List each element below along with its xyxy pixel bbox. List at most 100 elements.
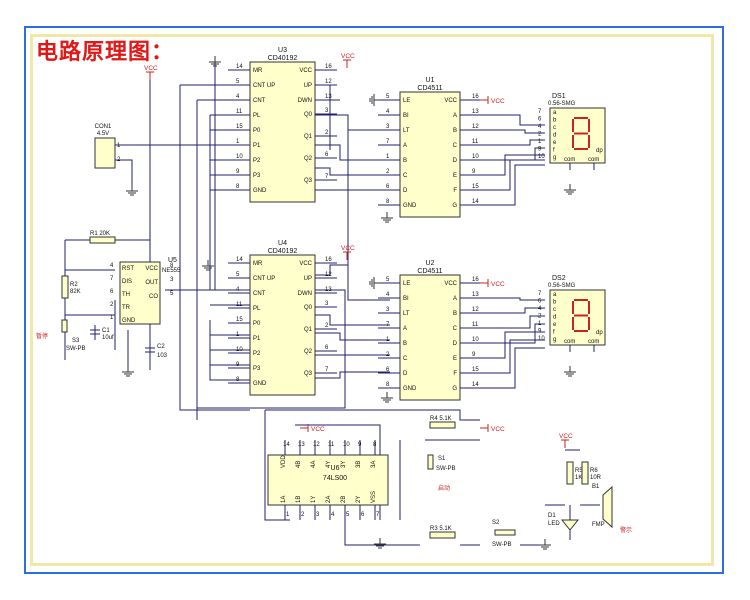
u1-pin-name: C	[403, 173, 408, 179]
u3-pin-name: UP	[304, 83, 312, 89]
u2-ref: U2	[426, 260, 435, 267]
u6-pin-name: 2B	[341, 496, 347, 503]
u3-pin-number: 8	[236, 184, 240, 190]
s3-ref: S3	[72, 338, 80, 344]
u4-pin-number: 11	[236, 302, 243, 308]
u3-pin-number: 16	[325, 64, 332, 70]
con1-wire	[115, 159, 133, 185]
u4-pin-name: Q1	[304, 327, 313, 333]
gnd-u2-symbol	[369, 277, 380, 289]
c2-value: 103	[157, 353, 168, 359]
ds2-part: 0.56-SMG	[548, 283, 576, 289]
u4-pin-number: 4	[236, 287, 240, 293]
gnd-ds1-symbol	[564, 184, 576, 195]
ds1-com-label: com	[588, 157, 599, 163]
u2-pin-number: 8	[386, 382, 390, 388]
con1-ref: CON1	[95, 124, 112, 130]
r3-ref-value: R3 5.1K	[430, 526, 452, 532]
vcc-u1-symbol	[480, 96, 489, 104]
u2-pin-number: 6	[386, 367, 390, 373]
con1-value: 4.5V	[97, 131, 109, 137]
r2-value: 82K	[70, 289, 81, 295]
r6-ref: R6	[590, 468, 598, 474]
u5-pin-name: VCC	[145, 266, 158, 272]
u6-pin-name: 3A	[371, 461, 377, 468]
u3-pin-number: 5	[236, 79, 240, 85]
u5-part: NE555	[162, 268, 181, 274]
u3-pin-name: Q1	[304, 134, 313, 140]
vcc-u4-symbol	[343, 251, 351, 260]
s2-ref: S2	[492, 520, 500, 526]
u4-pin-number: 12	[325, 272, 332, 278]
u3-pin-name: P3	[253, 173, 261, 179]
u6-pin-number: 9	[358, 442, 362, 448]
page-title: 电路原理图：	[36, 40, 175, 65]
u2-pin-number: 16	[472, 277, 479, 283]
u4-pin-name: P3	[253, 366, 261, 372]
u6-part: 74LS00	[323, 475, 347, 482]
c1-ref: C1	[102, 328, 110, 334]
u4-part: CD40192	[268, 248, 298, 255]
u1-pin-number: 8	[386, 199, 390, 205]
u2-pin-number: 12	[472, 307, 479, 313]
u5-pin-number: 7	[110, 276, 114, 282]
u3-pin-number: 3	[325, 108, 329, 114]
ds1-pin-number: 2	[538, 132, 542, 138]
s1-part: SW-PB	[436, 466, 456, 472]
ds2-segment-name: f	[553, 330, 555, 336]
ds1-segment-name: b	[553, 118, 557, 124]
u3-pin-number: 6	[325, 152, 329, 158]
u6-pin-number: 12	[313, 442, 320, 448]
d1-led-symbol	[560, 519, 580, 531]
u5-pin-name: GND	[122, 318, 136, 324]
vcc-u2-label: VCC	[491, 281, 505, 288]
vcc-u3-label: VCC	[341, 53, 355, 60]
u2-body	[399, 274, 461, 401]
u6-pin-name: 4B	[296, 461, 302, 468]
u4-pin-name: P1	[253, 336, 261, 342]
u1-pin-name: D	[403, 188, 408, 194]
ds2-segment-name: g	[553, 337, 556, 343]
u2-pin-name: A	[403, 326, 407, 332]
u3-pin-number: 14	[236, 64, 243, 70]
con1-pin-number: 1	[117, 143, 121, 149]
s3-note: 暂停	[36, 332, 48, 340]
u6-pin-number: 7	[376, 512, 380, 518]
ds2-segment-name: c	[553, 307, 556, 313]
u5-ref: U5	[168, 257, 177, 264]
u2-pin-name: LT	[403, 311, 410, 317]
u1-pin-number: 16	[472, 94, 479, 100]
u5-pin-name: TR	[122, 305, 131, 311]
u2-pin-number: 11	[472, 322, 479, 328]
u1-pin-name: LT	[403, 128, 410, 134]
ds2-com-label: com	[564, 339, 575, 345]
ds2-segment-name: a	[553, 292, 557, 298]
ds1-pin-number: 7	[538, 109, 542, 115]
u4-pin-number: 10	[236, 347, 243, 353]
u4-pin-name: VCC	[299, 261, 312, 267]
con1-body	[94, 137, 116, 169]
vcc-u4-label: VCC	[341, 245, 355, 252]
s2-part: SW-PB	[492, 542, 512, 548]
u1-pin-number: 12	[472, 124, 479, 130]
u6-pin-name: 4Y	[326, 461, 332, 468]
buzzer-ref: B1	[592, 484, 600, 490]
vcc-led-label: VCC	[559, 433, 573, 440]
u6-pin-name: 3B	[356, 461, 362, 468]
u3-ref: U3	[278, 47, 287, 54]
u2-pin-name: E	[453, 356, 457, 362]
u3-pin-name: Q0	[304, 112, 313, 118]
gnd-u5-symbol	[122, 366, 134, 377]
s1-note: 启动	[438, 484, 450, 492]
u1-pin-name: G	[452, 203, 457, 209]
ds1-segment-name: d	[553, 133, 556, 139]
r2-ref: R2	[70, 282, 78, 288]
u3-pin-number: 10	[236, 154, 243, 160]
u4-pin-number: 7	[325, 367, 329, 373]
u5-pin-number: 3	[170, 277, 174, 283]
u4-pin-name: GND	[253, 381, 267, 387]
c2-symbol	[145, 347, 155, 353]
r5-ref: R5	[575, 468, 583, 474]
u3-pin-number: 1	[236, 139, 240, 145]
